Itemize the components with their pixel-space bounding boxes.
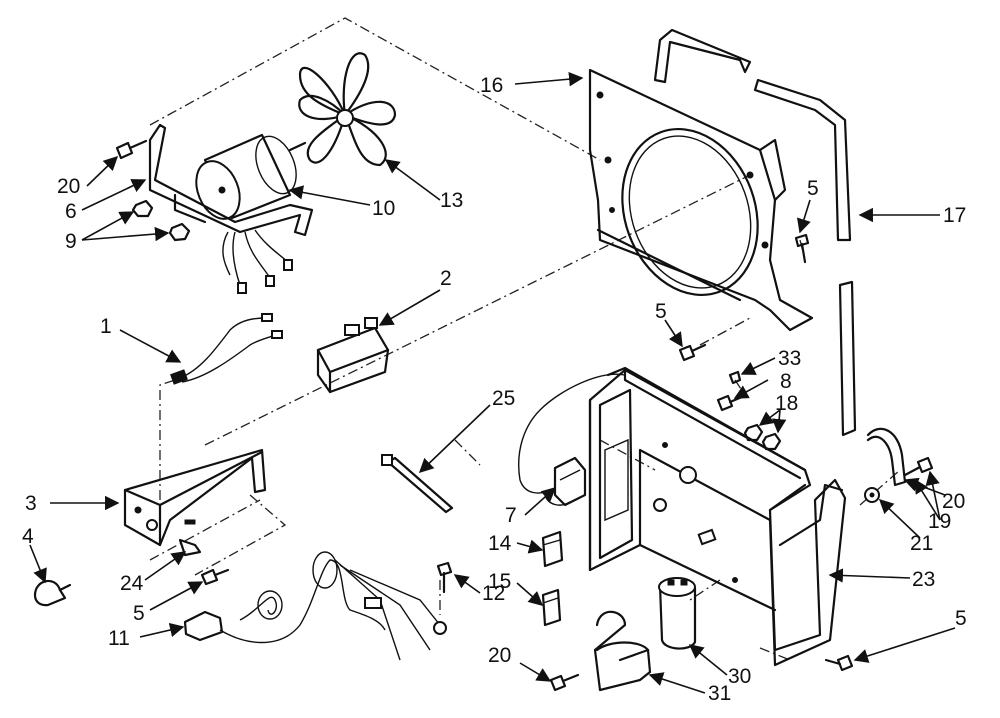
callout-25: 25: [492, 387, 515, 410]
callout-9: 9: [65, 230, 77, 253]
callout-20-bottom: 20: [488, 644, 511, 667]
leader-lines: [29, 71, 956, 694]
callout-16: 16: [480, 74, 503, 97]
cable-tie: [381, 454, 454, 514]
callout-8: 8: [780, 370, 792, 393]
callout-30: 30: [728, 665, 751, 688]
small-clip: [178, 538, 202, 557]
screw-15: [436, 561, 453, 594]
callout-5-left: 5: [133, 602, 145, 625]
callout-13: 15: [488, 570, 511, 593]
power-cord: [183, 551, 447, 661]
nut-9-upper: [131, 199, 154, 218]
terminal-block-12: [541, 530, 564, 568]
screw-20-bottom: [549, 673, 580, 692]
fan-shroud-panel: [588, 68, 814, 332]
callout-5-panel: 5: [655, 300, 667, 323]
callout-20-right: 20: [942, 490, 965, 513]
callout-3: 3: [25, 492, 37, 515]
callout-19: 19: [928, 510, 951, 533]
drain-tube: [866, 427, 907, 487]
screw-33: [728, 370, 742, 385]
motor-mount-bracket: [148, 123, 314, 294]
callout-12: 14: [488, 532, 512, 555]
fasteners: [115, 139, 934, 692]
gasket-strips: [653, 28, 857, 437]
screw-5-shroud: [794, 233, 810, 264]
capacitor-strap: [593, 610, 652, 692]
screw-5-bottom: [824, 654, 854, 672]
callout-31: 31: [708, 682, 731, 705]
callout-14: 11: [108, 627, 130, 650]
callout-2: 2: [440, 267, 452, 290]
callout-5-bottom: 5: [955, 607, 967, 630]
callout-17: 17: [943, 204, 966, 227]
fan-motor: [195, 133, 307, 220]
screw-20-top: [115, 139, 148, 160]
callout-4: 4: [22, 525, 34, 548]
callout-24: 24: [120, 572, 144, 595]
callout-5-shroud: 5: [807, 177, 819, 200]
callout-21: 21: [910, 532, 933, 555]
relay-box: [316, 317, 390, 394]
screw-20-right: [903, 456, 934, 477]
nut-18-b: [761, 432, 782, 451]
callout-15: 12: [482, 582, 505, 605]
screw-8: [716, 394, 744, 412]
assembly-lines: [149, 17, 901, 661]
callout-23: 23: [912, 568, 935, 591]
callout-18: 18: [775, 392, 798, 415]
callout-10: 10: [372, 197, 395, 220]
screw-5-left: [200, 568, 230, 586]
nut-9-lower: [168, 222, 191, 242]
callout-6: 6: [65, 200, 77, 223]
fan-blade: [298, 52, 397, 167]
washer-21: [864, 487, 880, 503]
terminal-block-13: [541, 588, 562, 627]
callout-11: 13: [440, 189, 463, 212]
base-chassis: [518, 366, 847, 667]
callout-7: 7: [505, 504, 517, 527]
control-knob: [33, 579, 72, 607]
callout-1: 1: [100, 315, 112, 338]
control-bracket: [123, 448, 267, 547]
wire-harness: [170, 313, 283, 385]
callout-labels: 16 17 5 13 10 20 6 9 2 1 5 33 8 18 25 7 …: [22, 74, 967, 705]
callout-33: 33: [778, 347, 801, 370]
callout-20-top: 20: [57, 175, 80, 198]
nut-18-a: [743, 423, 764, 442]
thermostat: [544, 456, 587, 507]
screw-5-panel: [678, 343, 707, 362]
run-capacitor: [658, 577, 697, 650]
